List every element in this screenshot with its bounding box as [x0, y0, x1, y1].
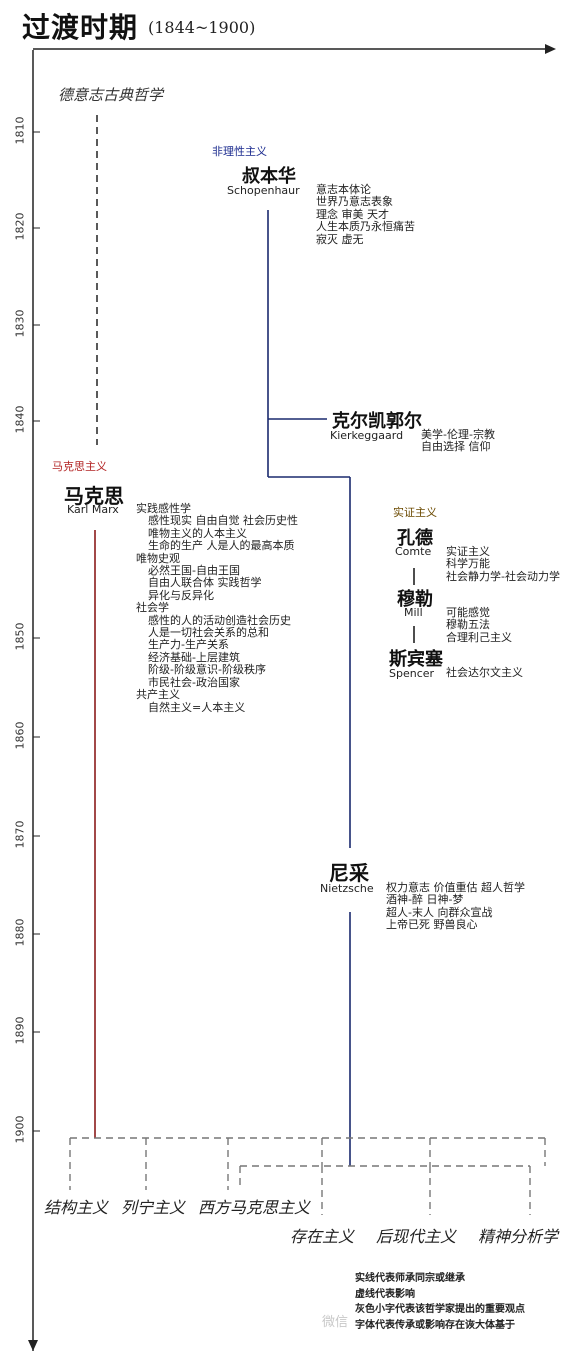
schopenhauer-name: 叔本华 [242, 166, 296, 187]
mill-en: Mill [404, 606, 423, 619]
idea-item: 自然主义=人本主义 [148, 700, 246, 714]
idea-item: 社会学 [136, 601, 169, 615]
marxism-school-label: 马克思主义 [52, 460, 107, 473]
year-label: 1900 [13, 1115, 27, 1144]
outcome-leninism: 列宁主义 [121, 1198, 186, 1217]
idea-item: 酒神-醉 日神-梦 [386, 893, 464, 907]
outcome-postmodernism: 后现代主义 [376, 1227, 457, 1246]
comte-ideas: 实证主义 科学万能 社会静力学-社会动力学 [446, 545, 560, 583]
year-label: 1840 [13, 405, 27, 434]
idea-item: 阶级-阶级意识-阶级秩序 [148, 663, 266, 677]
idea-item: 人生本质乃永恒痛苦 [316, 220, 415, 234]
idea-item: 超人-末人 向群众宣战 [386, 905, 493, 919]
idea-item: 市民社会-政治国家 [148, 675, 240, 689]
legend: 实线代表师承同宗或继承 虚线代表影响 灰色小字代表该哲学家提出的重要观点 字体代… [355, 1271, 525, 1333]
page-subtitle: (1844~1900) [148, 18, 256, 37]
outcome-structuralism: 结构主义 [44, 1198, 109, 1217]
comte-en: Comte [395, 545, 432, 558]
year-label: 1810 [13, 116, 27, 145]
axis-arrow-right [545, 44, 556, 54]
nietzsche-en: Nietzsche [320, 882, 374, 895]
idea-item: 生产力-生产关系 [148, 638, 229, 652]
german-classical-label: 德意志古典哲学 [58, 86, 164, 104]
irrationalism-school-label: 非理性主义 [212, 145, 267, 158]
idea-item: 可能感觉 [446, 606, 490, 619]
idea-item: 异化与反异化 [148, 588, 214, 602]
idea-item: 唯物主义的人本主义 [148, 526, 247, 540]
nietzsche-ideas: 权力意志 价值重估 超人哲学 酒神-醉 日神-梦 超人-末人 向群众宣战 上帝已… [386, 881, 525, 932]
idea-item: 合理利己主义 [446, 630, 512, 644]
mill-name: 穆勒 [397, 589, 433, 610]
schopenhauer-en: Schopenhaur [227, 184, 300, 197]
idea-item: 必然王国-自由王国 [148, 564, 240, 578]
year-label: 1880 [13, 918, 27, 947]
year-label: 1870 [13, 820, 27, 849]
outcome-western-marxism: 西方马克思主义 [198, 1198, 311, 1217]
spencer-ideas: 社会达尔文主义 [446, 666, 523, 679]
schopenhauer-ideas: 意志本体论 世界乃意志表象 理念 审美 天才 人生本质乃永恒痛苦 寂灭 虚无 [316, 183, 415, 246]
legend-item: 字体代表传承或影响存在诙大体基于 [355, 1319, 515, 1331]
idea-item: 感性的人的活动创造社会历史 [148, 613, 291, 627]
kierkegaard-en: Kierkeggaard [330, 429, 404, 442]
watermark: 微信 [322, 1315, 349, 1330]
legend-item: 虚线代表影响 [355, 1288, 415, 1300]
page-title: 过渡时期 [22, 11, 139, 44]
idea-item: 上帝已死 野兽良心 [386, 918, 478, 932]
idea-item: 唯物史观 [136, 551, 180, 565]
idea-item: 实践感性学 [136, 502, 191, 515]
idea-item: 社会达尔文主义 [446, 666, 523, 679]
year-label: 1850 [13, 622, 27, 651]
positivism-school-label: 实证主义 [393, 506, 437, 519]
idea-item: 穆勒五法 [446, 618, 490, 632]
idea-item: 科学万能 [446, 557, 490, 571]
idea-item: 经济基础-上层建筑 [148, 650, 240, 664]
year-ticks [33, 131, 40, 1132]
outcome-existentialism: 存在主义 [290, 1227, 355, 1246]
idea-item: 自由人联合体 实践哲学 [148, 576, 262, 590]
idea-item: 寂灭 虚无 [316, 232, 364, 246]
idea-item: 美学-伦理-宗教 [421, 428, 495, 441]
outcome-psychoanalysis: 精神分析学 [478, 1227, 559, 1246]
year-label: 1890 [13, 1016, 27, 1045]
legend-item: 灰色小字代表该哲学家提出的重要观点 [355, 1304, 525, 1315]
outcome-dashed-tree [69, 1137, 546, 1215]
comte-name: 孔德 [397, 528, 433, 549]
idea-item: 生命的生产 人是人的最高本质 [148, 539, 295, 553]
nietzsche-name: 尼采 [329, 861, 369, 885]
spencer-name: 斯宾塞 [389, 649, 443, 670]
idea-item: 实证主义 [446, 545, 490, 558]
idea-item: 理念 审美 天才 [316, 207, 389, 221]
idea-item: 世界乃意志表象 [316, 195, 393, 209]
marx-ideas: 实践感性学 感性现实 自由自觉 社会历史性 唯物主义的人本主义 生命的生产 人是… [136, 502, 298, 714]
mill-ideas: 可能感觉 穆勒五法 合理利己主义 [446, 606, 512, 644]
kierkegaard-ideas: 美学-伦理-宗教 自由选择 信仰 [421, 428, 495, 454]
marx-name: 马克思 [64, 484, 124, 508]
idea-item: 共产主义 [136, 688, 180, 702]
idea-item: 感性现实 自由自觉 社会历史性 [148, 514, 298, 528]
idea-item: 自由选择 信仰 [421, 440, 491, 454]
axis-arrow-down [28, 1340, 38, 1351]
kierkegaard-name: 克尔凯郭尔 [332, 411, 422, 432]
idea-item: 权力意志 价值重估 超人哲学 [386, 881, 525, 894]
spencer-en: Spencer [389, 667, 435, 680]
year-label: 1860 [13, 721, 27, 750]
legend-item: 实线代表师承同宗或继承 [355, 1273, 465, 1284]
idea-item: 社会静力学-社会动力学 [446, 569, 560, 583]
marx-en: Karl Marx [67, 503, 119, 516]
year-label: 1830 [13, 309, 27, 338]
idea-item: 意志本体论 [316, 183, 371, 196]
idea-item: 人是一切社会关系的总和 [148, 626, 269, 640]
year-label: 1820 [13, 212, 27, 241]
